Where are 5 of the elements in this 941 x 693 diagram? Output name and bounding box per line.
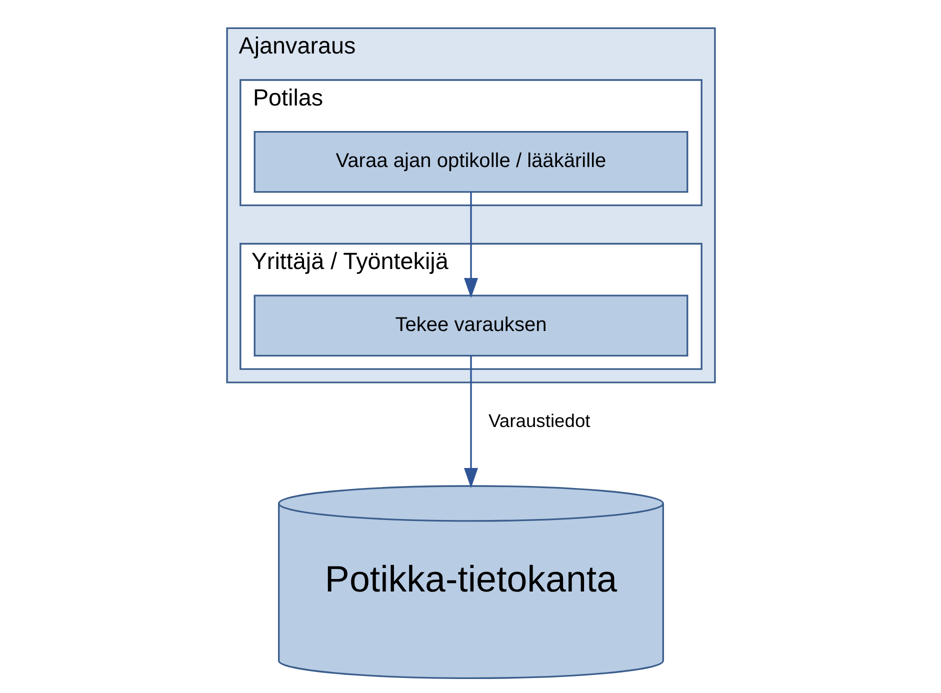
- arrow: [463, 356, 478, 488]
- node-box: Tekee varauksen: [253, 294, 688, 357]
- edge-label: Varaustiedot: [488, 410, 590, 432]
- arrow: [463, 192, 478, 298]
- node-box: Varaa ajan optikolle / lääkärille: [253, 130, 688, 193]
